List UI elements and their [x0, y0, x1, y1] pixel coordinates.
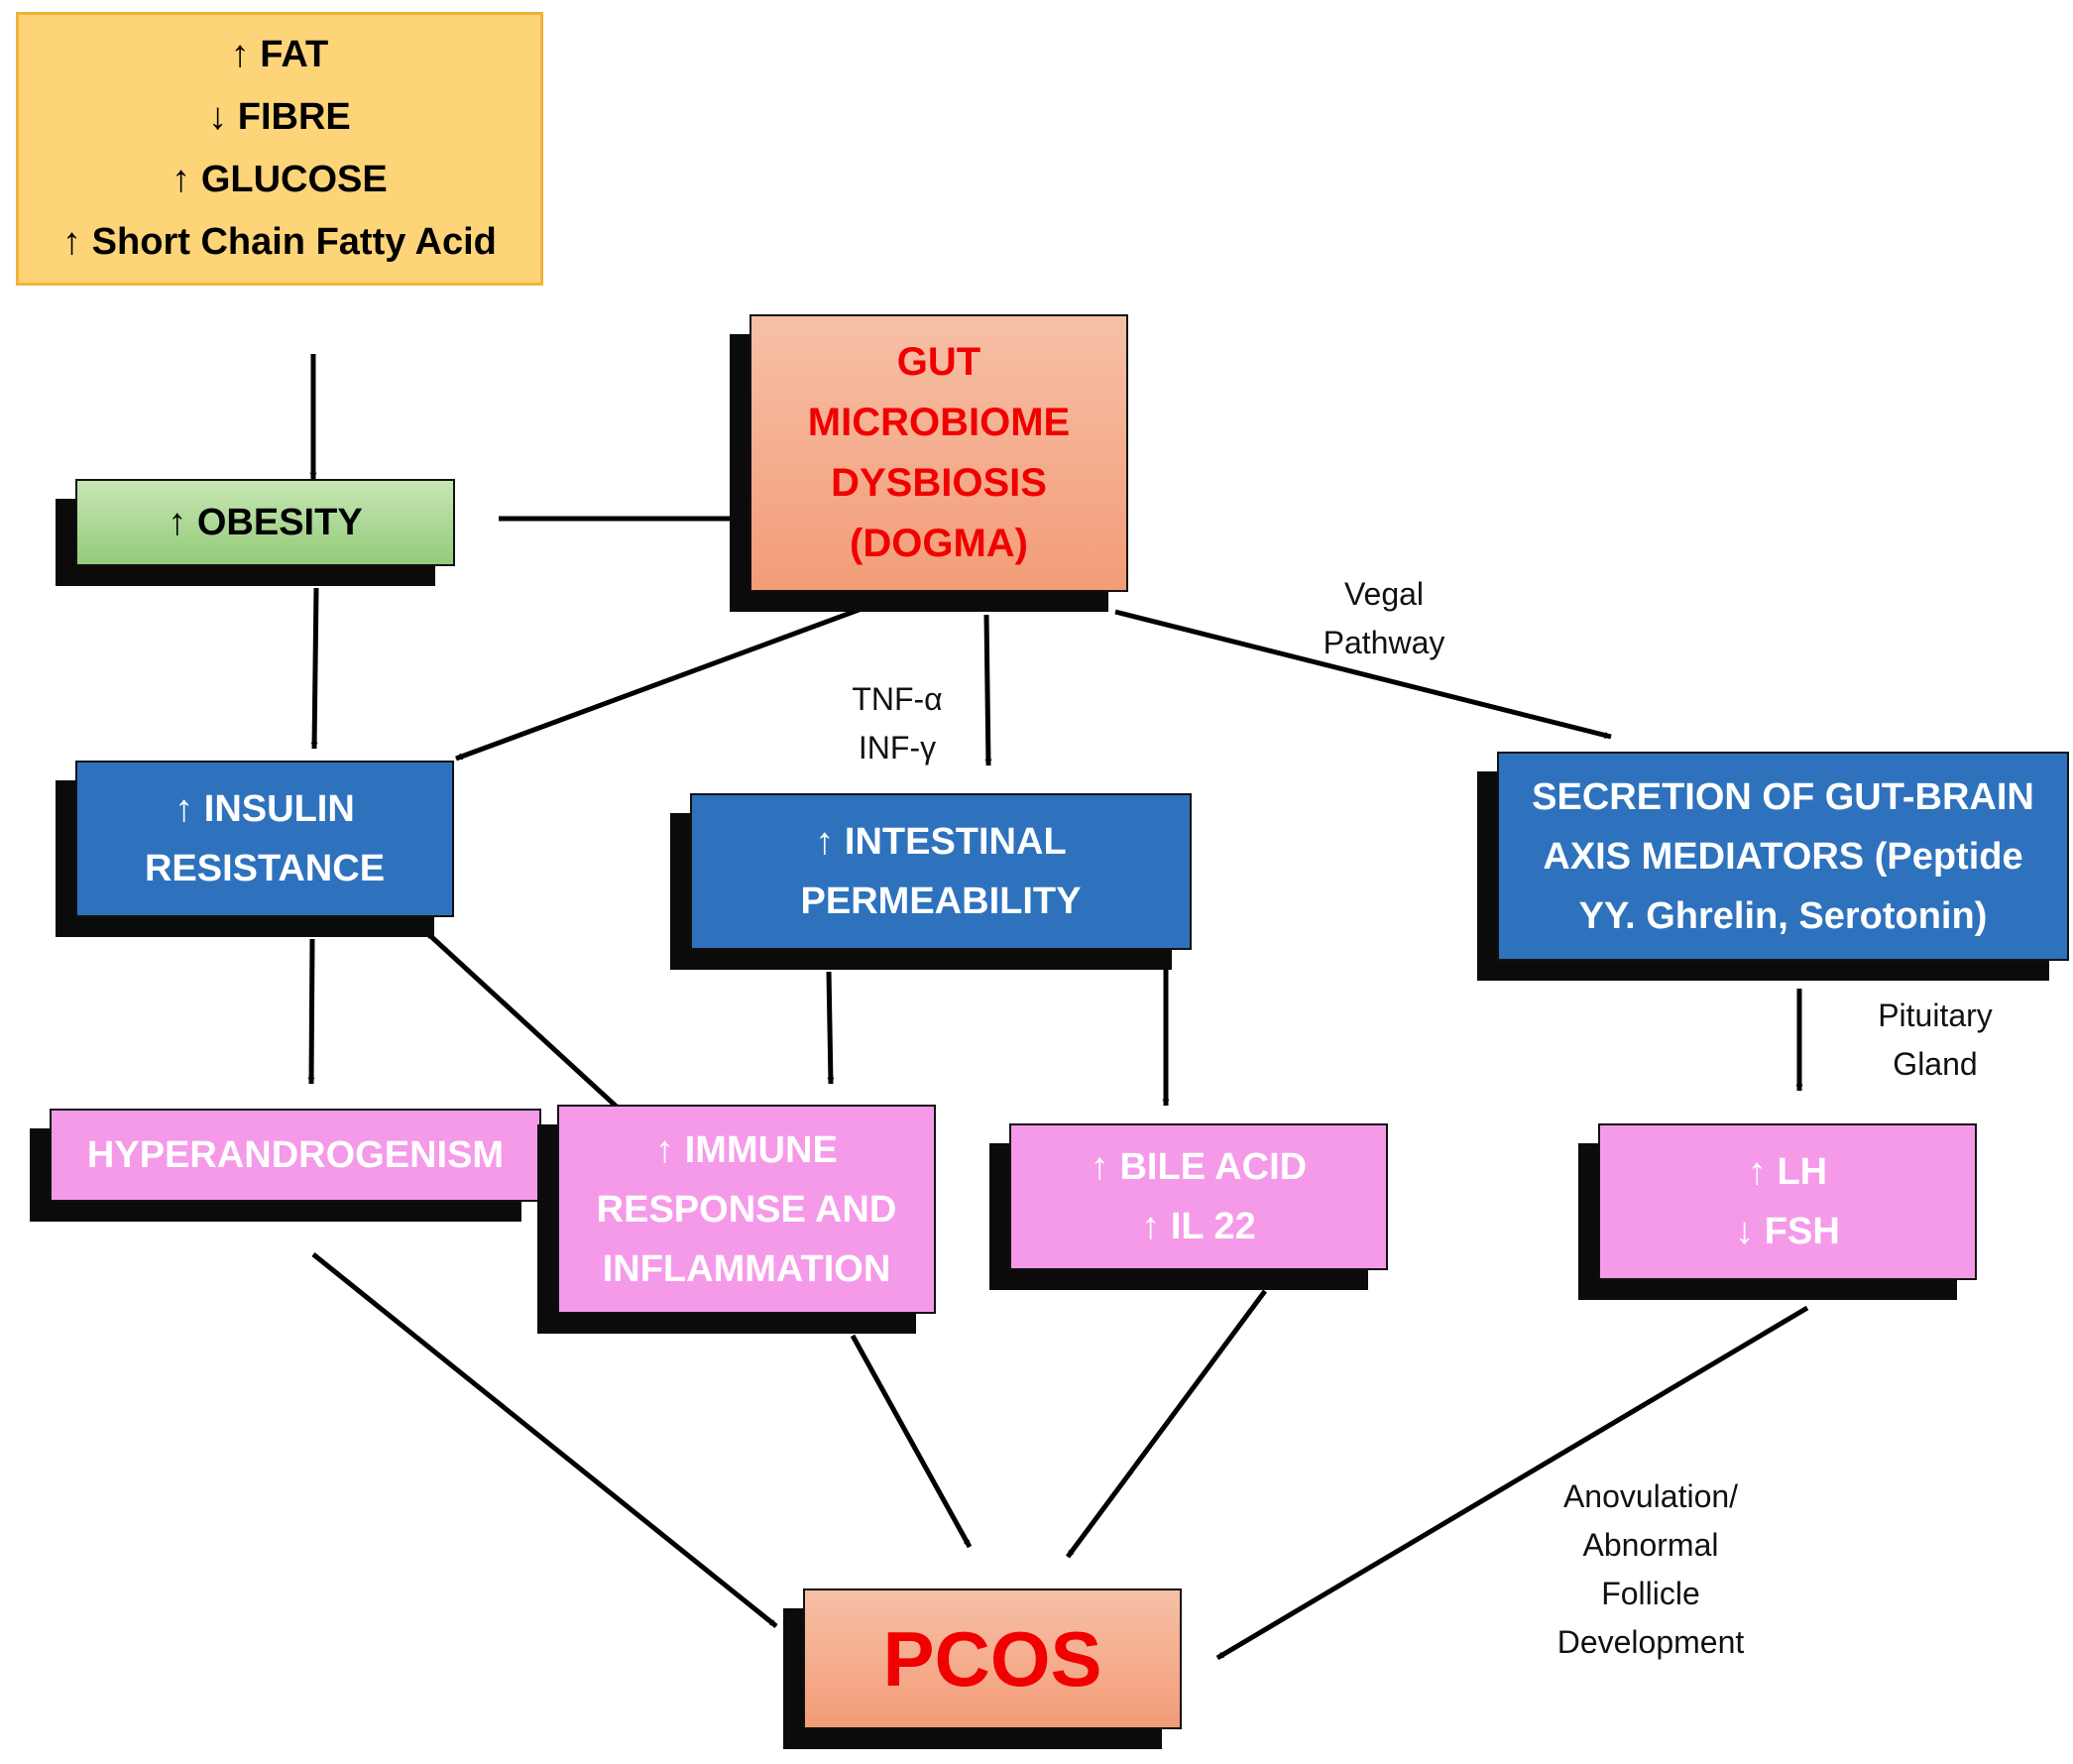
intestinal-permeability-box: ↑ INTESTINAL PERMEABILITY [690, 793, 1192, 950]
gutbrain-line-3: YY. Ghrelin, Serotonin) [1578, 894, 1988, 937]
pituitary-gland-label: Pituitary Gland [1878, 998, 1993, 1082]
arrow-immune-to-insulin [424, 930, 644, 1132]
vegal-pathway-label: Vegal Pathway [1323, 576, 1445, 660]
arrow-gut-to-insulin [455, 589, 908, 762]
hyperandrogenism-label: HYPERANDROGENISM [86, 1134, 505, 1176]
insulin-line-1: ↑ INSULIN [174, 788, 355, 830]
gut-line-3: DYSBIOSIS [831, 461, 1047, 505]
gut-line-2: MICROBIOME [807, 401, 1071, 444]
arrow-gut-to-intestinal [983, 614, 992, 766]
anovulation-label: Anovulation/ Abnormal Follicle Developme… [1556, 1478, 1745, 1660]
obesity-box: ↑ OBESITY [75, 479, 455, 566]
insulin-line-2: RESISTANCE [144, 848, 386, 889]
bile-line-1: ↑ BILE ACID [1090, 1146, 1308, 1188]
arrow-intestinal-to-immune [826, 971, 835, 1085]
immune-line-3: INFLAMMATION [602, 1247, 891, 1290]
gutbrain-line-1: SECRETION OF GUT-BRAIN [1532, 775, 2034, 818]
gut-line-1: GUT [896, 340, 981, 384]
intestinal-line-2: PERMEABILITY [800, 881, 1082, 922]
bile-line-2: ↑ IL 22 [1141, 1206, 1256, 1247]
pcos-label: PCOS [882, 1614, 1102, 1703]
bile-acid-box: ↑ BILE ACID ↑ IL 22 [1009, 1123, 1388, 1270]
arrow-gut-to-gutbrain [1114, 609, 1612, 740]
diet-line-glucose: ↑ GLUCOSE [172, 159, 388, 200]
hormones-line-1: ↑ LH [1747, 1151, 1828, 1193]
gut-microbiome-box: GUT MICROBIOME DYSBIOSIS (DOGMA) [749, 314, 1128, 592]
arrow-hormones-to-pcos [1215, 1305, 1809, 1661]
immune-response-box: ↑ IMMUNE RESPONSE AND INFLAMMATION [557, 1105, 936, 1314]
cytokines-label: TNF-α INF-γ [852, 681, 943, 765]
pcos-box: PCOS [803, 1588, 1182, 1729]
diet-line-fibre: ↓ FIBRE [208, 96, 351, 138]
intestinal-line-1: ↑ INTESTINAL [815, 821, 1067, 863]
insulin-resistance-box: ↑ INSULIN RESISTANCE [75, 761, 454, 917]
diet-line-fat: ↑ FAT [230, 34, 329, 75]
arrow-hyperandrogenism-to-pcos [311, 1252, 778, 1628]
arrow-immune-to-pcos [850, 1334, 973, 1549]
gut-brain-mediators-box: SECRETION OF GUT-BRAIN AXIS MEDIATORS (P… [1497, 752, 2069, 961]
arrow-insulin-to-hyperandrogenism [307, 938, 315, 1085]
arrow-bile-to-pcos [1065, 1289, 1268, 1559]
obesity-label: ↑ OBESITY [168, 501, 363, 543]
diet-line-scfa: ↑ Short Chain Fatty Acid [62, 221, 497, 263]
arrow-obesity-to-insulin [310, 587, 319, 750]
diet-factors-box: ↑ FAT ↓ FIBRE ↑ GLUCOSE ↑ Short Chain Fa… [16, 12, 543, 286]
lh-fsh-box: ↑ LH ↓ FSH [1598, 1123, 1977, 1280]
hormones-line-2: ↓ FSH [1735, 1211, 1840, 1252]
hyperandrogenism-box: HYPERANDROGENISM [50, 1109, 541, 1202]
gutbrain-line-2: AXIS MEDIATORS (Peptide [1543, 835, 2023, 878]
immune-line-1: ↑ IMMUNE [655, 1128, 838, 1171]
immune-line-2: RESPONSE AND [596, 1188, 897, 1231]
gut-line-4: (DOGMA) [850, 522, 1028, 565]
